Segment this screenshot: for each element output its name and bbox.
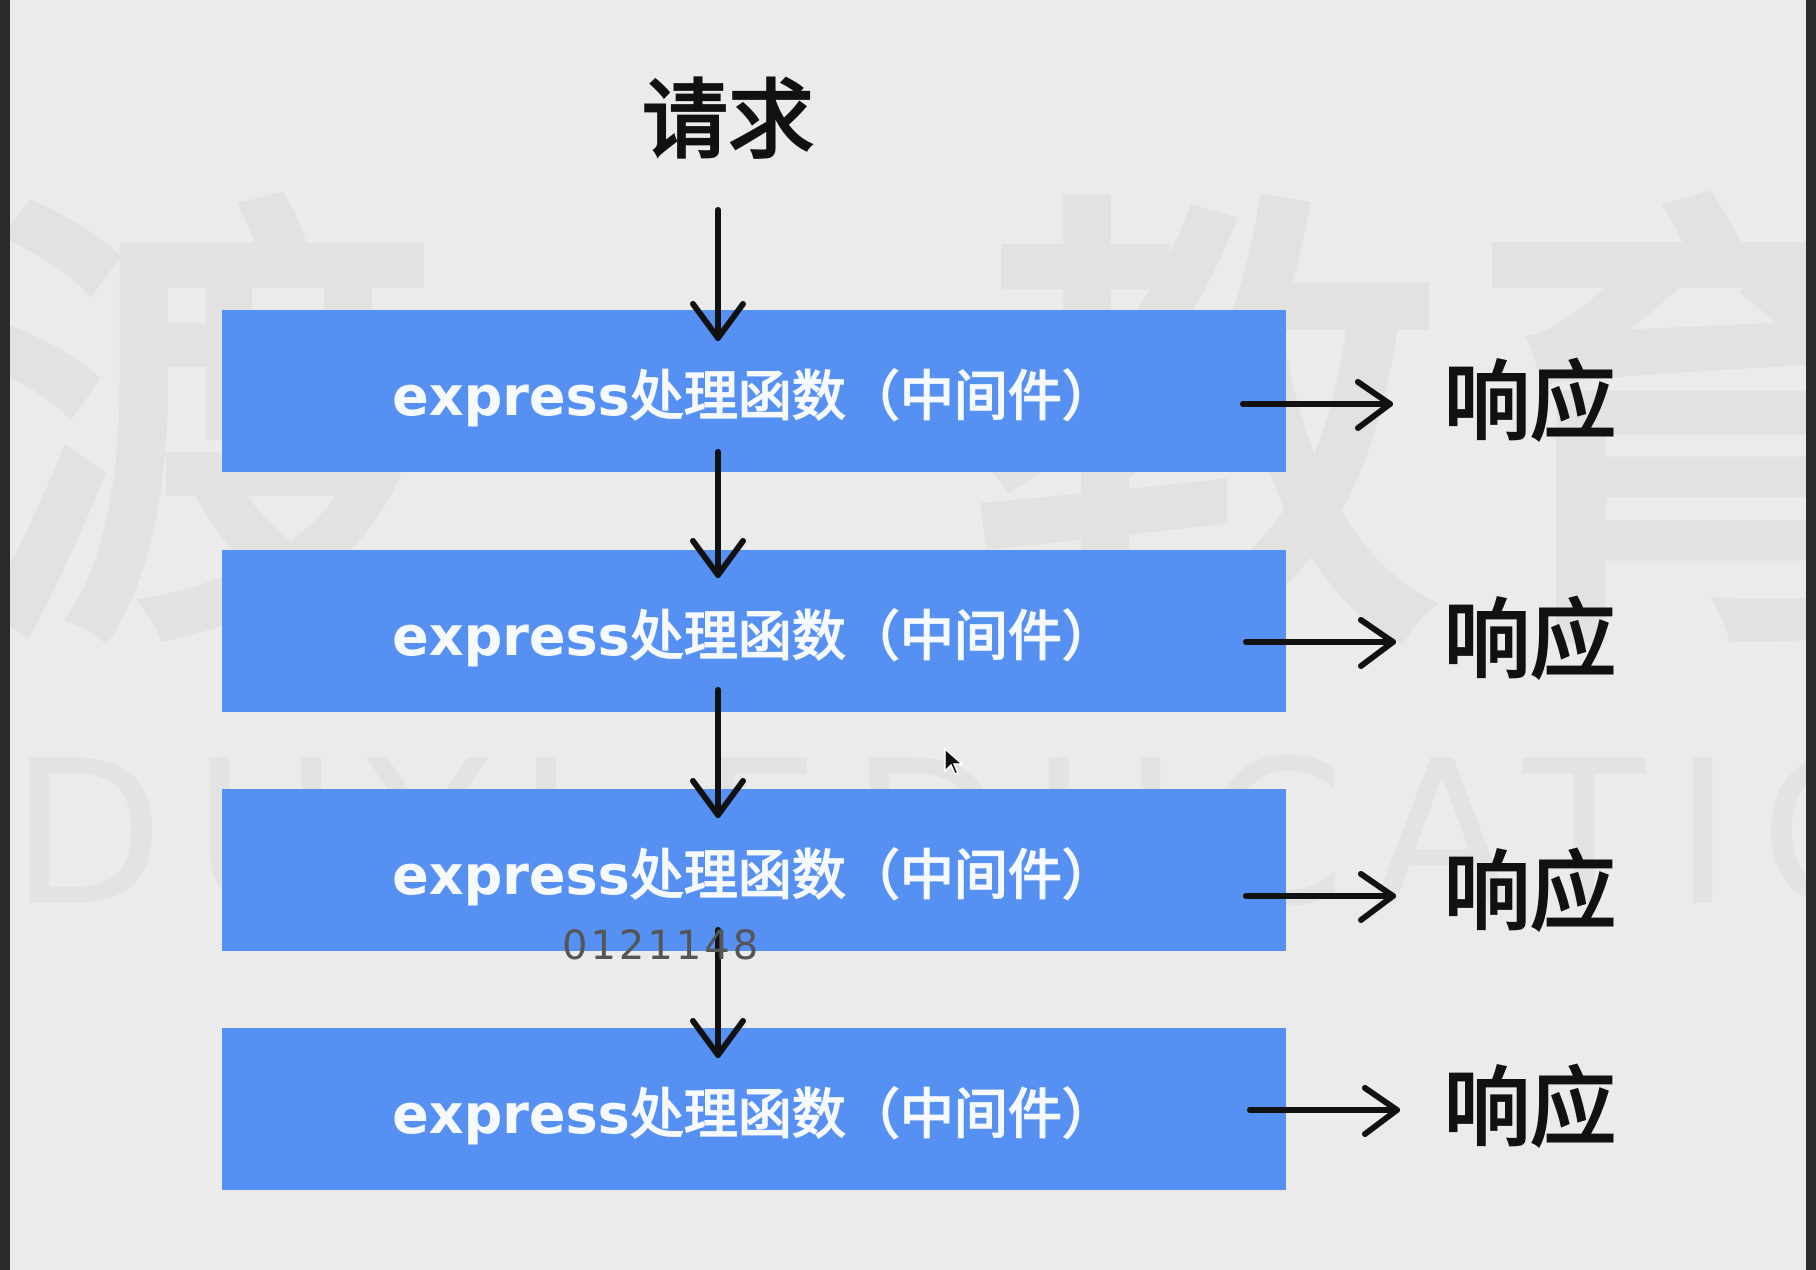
request-label: 请求	[642, 71, 814, 171]
slide: 渡一教育 DUYI EDUCATION 请求 express处理函数（中间件） …	[10, 0, 1806, 1270]
middleware-label-4: express处理函数（中间件）	[392, 1082, 1116, 1146]
middleware-label-1: express处理函数（中间件）	[392, 364, 1116, 428]
response-label-4: 响应	[1444, 1059, 1616, 1159]
response-label-2: 响应	[1444, 591, 1616, 691]
middleware-label-2: express处理函数（中间件）	[392, 604, 1116, 668]
response-label-3: 响应	[1444, 843, 1616, 943]
middleware-box-1: express处理函数（中间件）	[222, 310, 1286, 472]
response-label-1: 响应	[1444, 353, 1616, 453]
middleware-box-4: express处理函数（中间件）	[222, 1028, 1286, 1190]
middleware-box-3: express处理函数（中间件）	[222, 789, 1286, 951]
middleware-box-2: express处理函数（中间件）	[222, 550, 1286, 712]
mouse-cursor-icon	[944, 747, 964, 775]
overlay-code: 0121148	[562, 923, 762, 969]
middleware-label-3: express处理函数（中间件）	[392, 843, 1116, 907]
